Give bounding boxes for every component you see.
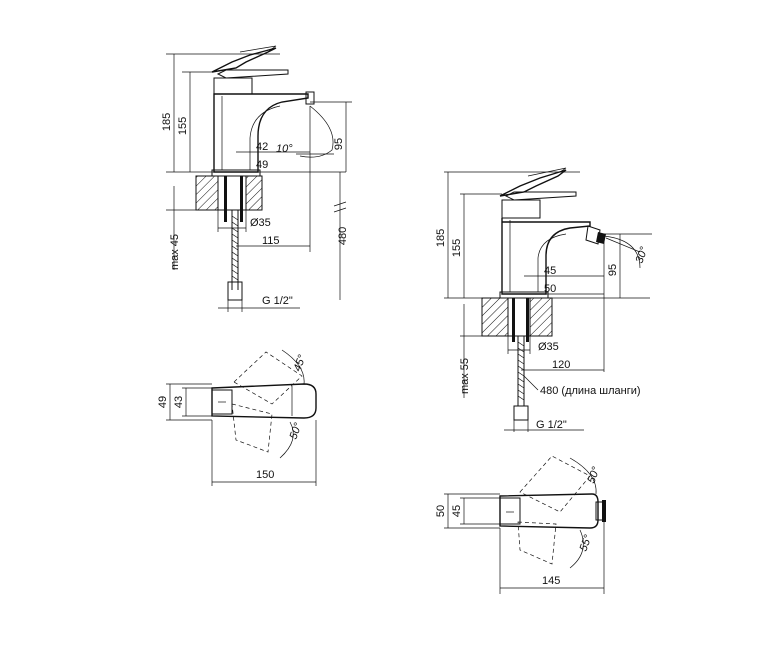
bidet-dim-hose-note: 480 (длина шланги) [540,385,641,397]
basin-dim-115: 115 [262,235,280,247]
bidet-dim-155: 155 [451,239,463,257]
bidet-dim-thread: G 1/2" [536,419,567,431]
basin-lever-base [216,69,289,79]
bidet-lever [499,169,567,197]
basin-dim-480: 480 [337,227,349,245]
basin-counter-right [245,175,263,211]
basin-top-cap [211,389,233,415]
bidet-top-body [499,493,599,529]
bidet-mixer-side-view: 185 155 max 55 95 30° 45 50 Ø35 120 480 … [435,167,652,432]
bidet-top-lever-back [519,455,591,513]
basin-mixer-top-view: 45° 50° 49 43 150 [157,349,317,486]
basin-top-45deg: 45° [292,353,309,373]
bidet-lever-base [504,191,577,201]
bidet-aerator [585,225,601,245]
basin-dim-thread: G 1/2" [262,295,293,307]
bidet-dim-50: 50 [544,283,556,295]
basin-top-50deg: 50° [288,421,305,441]
bidet-mixer-top-view: 50° 55° 50 45 145 [435,455,606,594]
basin-dim-10deg: 10° [276,143,293,155]
bidet-hose-nut [513,405,529,421]
basin-dim-155: 155 [177,117,189,135]
bidet-dim-95: 95 [607,264,619,276]
basin-lever [211,47,277,73]
basin-cartridge-cap [213,77,253,95]
basin-top-dim-150: 150 [256,469,274,481]
bidet-counter-left [481,297,509,337]
bidet-dim-45: 45 [544,265,556,277]
basin-dim-42: 42 [256,141,268,153]
bidet-body [501,218,591,295]
basin-dim-95: 95 [333,138,345,150]
basin-aerator [305,91,315,105]
bidet-dim-d35: Ø35 [538,341,559,353]
bidet-dim-max55: max 55 [459,358,471,394]
basin-body [213,93,309,173]
bidet-top-dim-50: 50 [435,505,447,517]
basin-mixer-side-view: 185 155 max 45 95 42 10° 49 480 Ø35 115 [161,45,352,312]
bidet-top-55deg: 55° [578,533,595,553]
basin-top-lever-front [231,403,273,453]
basin-dim-max45: max 45 [169,234,181,270]
basin-base [211,169,261,177]
bidet-top-50deg: 50° [586,465,603,485]
bidet-counter-right [529,297,553,337]
basin-dim-185: 185 [161,113,173,131]
basin-dim-49: 49 [256,159,268,171]
basin-top-dim-43: 43 [173,396,185,408]
bidet-dim-30deg: 30° [634,245,651,265]
basin-top-body [211,383,317,419]
basin-hose-nut [227,281,243,301]
bidet-top-lever-front [517,521,557,565]
bidet-dim-120: 120 [552,359,570,371]
basin-top-dim-49: 49 [157,396,169,408]
bidet-dim-185: 185 [435,229,447,247]
basin-dim-d35: Ø35 [250,217,271,229]
bidet-top-dim-145: 145 [542,575,560,587]
bidet-top-cap [499,497,521,525]
bidet-cartridge-cap [501,199,541,219]
basin-top-lever-back [233,351,303,405]
bidet-base [499,291,549,299]
bidet-top-dim-45: 45 [451,505,463,517]
